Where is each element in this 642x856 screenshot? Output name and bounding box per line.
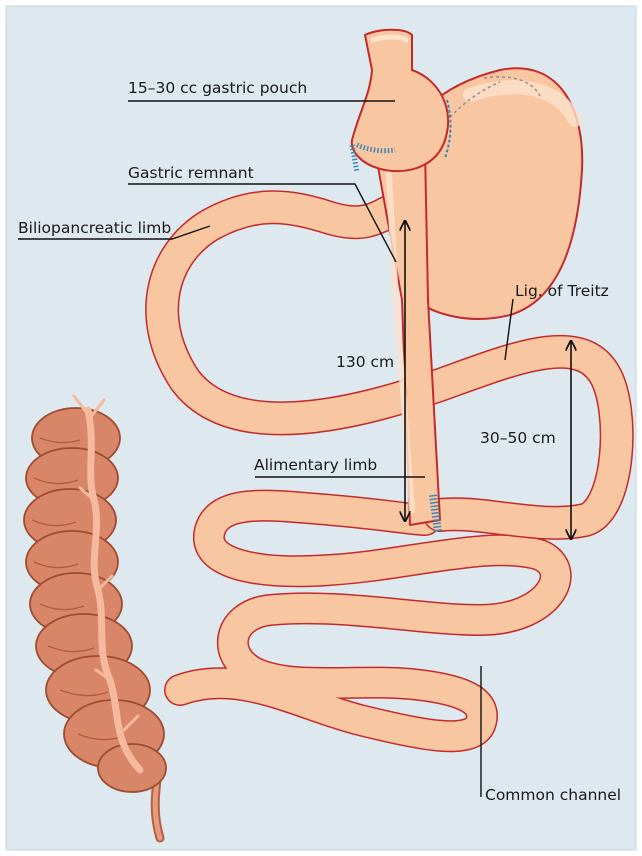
ligament-of-treitz-label: Lig. of Treitz (515, 282, 609, 300)
gastric-remnant-label: Gastric remnant (128, 164, 254, 182)
gastric-pouch-label: 15–30 cc gastric pouch (128, 79, 307, 97)
alimentary-length-label: 130 cm (336, 353, 394, 371)
common-channel-label: Common channel (485, 786, 621, 804)
alimentary-limb-label: Alimentary limb (254, 456, 377, 474)
biliopancreatic-limb-label: Biliopancreatic limb (18, 219, 171, 237)
biliopancreatic-length-label: 30–50 cm (480, 429, 556, 447)
